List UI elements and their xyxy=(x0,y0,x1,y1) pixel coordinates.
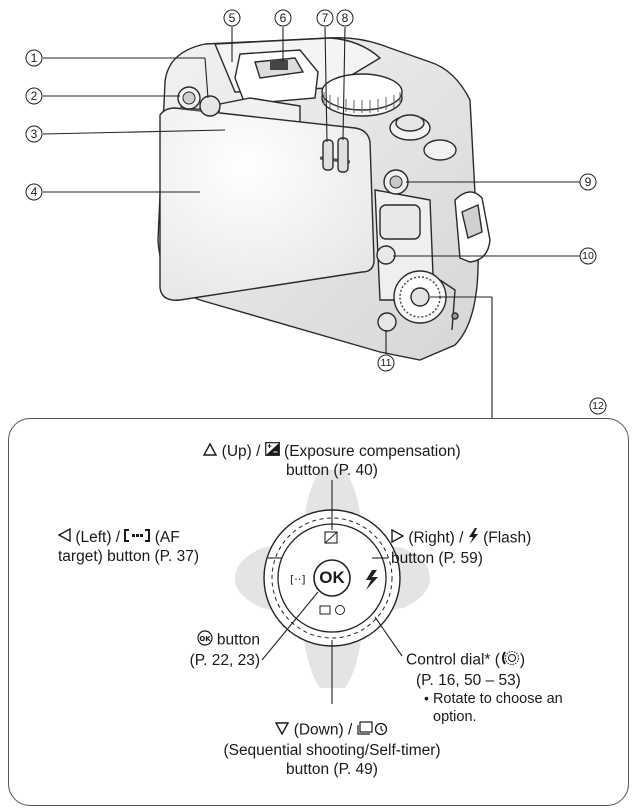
dial-ok-center-label: OK xyxy=(319,568,345,587)
left-label-line1b: (AF xyxy=(154,529,180,546)
control-dial-detail: [··] xyxy=(235,470,430,704)
control-dial-icon xyxy=(500,650,520,671)
callout-number-10: 10 xyxy=(582,250,594,262)
callout-11 xyxy=(377,354,395,372)
control-dial-note-line1: Rotate to choose an xyxy=(432,691,563,707)
control-dial-bullet: • xyxy=(424,690,429,706)
control-dial-label-line1b: ) xyxy=(519,651,526,669)
callout-8 xyxy=(336,9,354,27)
triangle-right-icon xyxy=(391,528,405,548)
control-dial-label-line1: Control dial* ( xyxy=(406,651,500,669)
down-button-label: (Down) / (Sequential shooting/Self-timer… xyxy=(160,720,504,779)
ok-icon: OK xyxy=(196,630,213,651)
callout-number-2: 2 xyxy=(30,89,38,103)
callout-2 xyxy=(25,87,43,105)
control-dial-note-line2: option. xyxy=(433,709,477,725)
callout-number-12: 12 xyxy=(592,400,604,412)
ok-button-label: OK button (P. 22, 23) xyxy=(110,630,260,670)
triangle-down-icon xyxy=(275,721,290,740)
control-dial-label-line2: (P. 16, 50 – 53) xyxy=(416,672,521,689)
callout-7 xyxy=(316,9,334,27)
control-dial-label: Control dial* () (P. 16, 50 – 53) xyxy=(406,650,626,690)
callout-3 xyxy=(25,125,43,143)
down-label-line1: (Down) / xyxy=(293,721,353,739)
callout-number-1: 1 xyxy=(30,51,38,65)
up-label-line1: (Up) / xyxy=(221,443,261,460)
svg-text:OK: OK xyxy=(199,635,211,643)
camera-illustration xyxy=(157,37,491,361)
callout-number-5: 5 xyxy=(228,11,236,25)
left-label-line2: target) button (P. 37) xyxy=(58,548,200,566)
callout-5 xyxy=(223,9,241,27)
callout-6 xyxy=(274,9,292,27)
callout-leaders xyxy=(42,26,580,418)
triangle-up-icon xyxy=(203,442,218,461)
exposure-compensation-icon xyxy=(264,442,280,461)
callout-number-7: 7 xyxy=(321,11,329,25)
flash-icon xyxy=(468,528,479,549)
right-label-line1b: (Flash) xyxy=(483,529,532,547)
down-label-line3: button (P. 49) xyxy=(286,761,378,778)
down-label-line2: (Sequential shooting/Self-timer) xyxy=(223,742,441,759)
callout-12 xyxy=(589,397,607,415)
callout-number-9: 9 xyxy=(584,175,592,189)
callout-10 xyxy=(579,247,597,265)
sequential-self-timer-icon xyxy=(356,720,389,741)
right-label-line1: (Right) / xyxy=(408,529,464,547)
right-label-line2: button (P. 59) xyxy=(391,550,483,567)
up-label-line1b: (Exposure compensation) xyxy=(284,443,461,460)
dial-detail-panel xyxy=(8,418,629,806)
callout-number-3: 3 xyxy=(30,127,38,141)
ok-label-line1: button xyxy=(216,631,260,649)
af-target-icon xyxy=(124,528,151,547)
callout-number-4: 4 xyxy=(30,185,38,199)
svg-text:[··]: [··] xyxy=(290,573,306,586)
ok-label-line2: (P. 22, 23) xyxy=(189,652,260,669)
control-dial-note: • Rotate to choose an option. xyxy=(424,689,624,726)
callout-number-6: 6 xyxy=(279,11,287,25)
callout-markers xyxy=(25,9,607,415)
callout-1 xyxy=(25,49,43,67)
up-button-label: (Up) / (Exposure compensation) button (P… xyxy=(160,442,504,480)
triangle-left-icon xyxy=(57,528,71,547)
left-button-label: (Left) / (AF target) button (P. 37) xyxy=(57,528,268,566)
right-button-label: (Right) / (Flash) button (P. 59) xyxy=(391,528,621,568)
callout-4 xyxy=(25,183,43,201)
up-label-line2: button (P. 40) xyxy=(286,462,378,480)
left-label-line1: (Left) / xyxy=(75,529,121,546)
callout-number-8: 8 xyxy=(341,11,349,25)
callout-number-11: 11 xyxy=(380,357,392,369)
callout-9 xyxy=(579,173,597,191)
